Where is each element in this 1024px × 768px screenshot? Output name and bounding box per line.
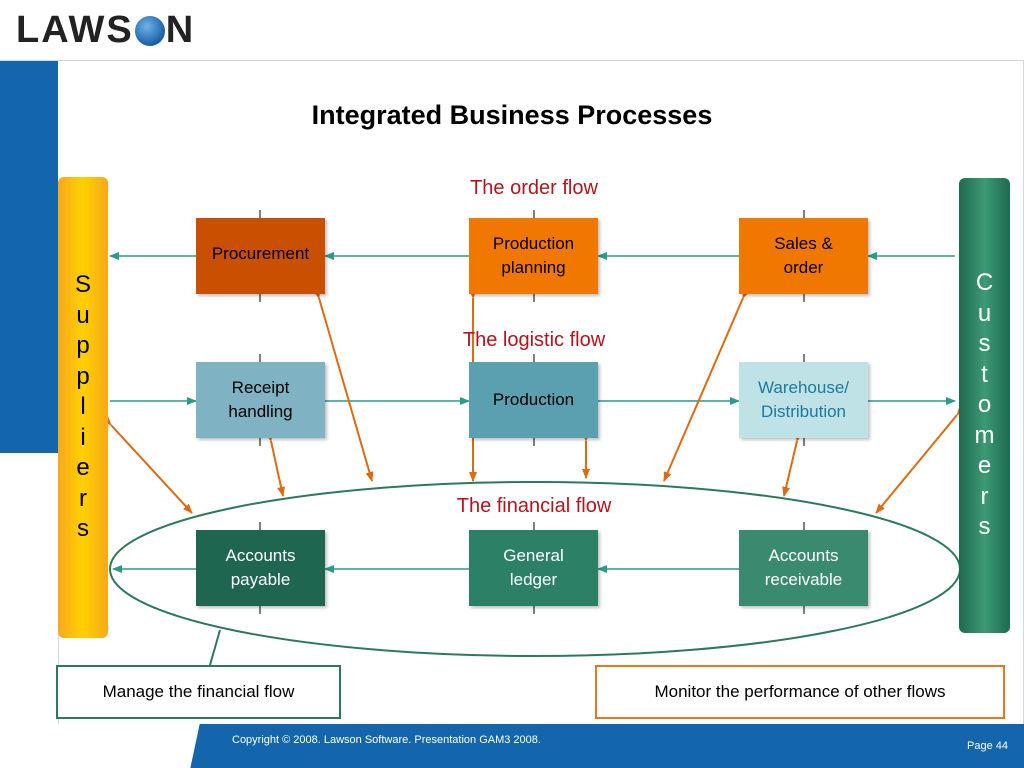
customers-letter: t [981, 360, 988, 388]
procurement-label: Procurement [211, 244, 310, 263]
accounts-payable-label: Accounts payable [225, 546, 296, 589]
suppliers-letter: e [76, 454, 90, 482]
header-divider [0, 60, 1024, 61]
suppliers-bar: S u p p l i e r s [58, 177, 108, 638]
sales-order-label: Sales & order [774, 234, 833, 277]
general-ledger-label: General ledger [503, 546, 564, 589]
order-flow-title: The order flow [470, 177, 598, 199]
logo-text-end: N [165, 8, 196, 51]
suppliers-letter: l [80, 393, 86, 421]
receipt-handling-label: Receipt handling [228, 378, 293, 421]
suppliers-letter: r [79, 484, 87, 512]
left-accent-band [0, 61, 58, 453]
customers-letter: C [975, 269, 994, 297]
suppliers-letter: p [76, 332, 90, 360]
general-ledger-box: General ledger [469, 530, 598, 606]
production-planning-label: Production planning [492, 234, 575, 277]
accounts-payable-box: Accounts payable [196, 530, 325, 606]
suppliers-letter: p [76, 362, 90, 390]
customers-letter: e [977, 452, 992, 480]
production-planning-box: Production planning [469, 218, 598, 294]
copyright-text: Copyright © 2008. Lawson Software. Prese… [232, 734, 541, 746]
lawson-logo: LAWS N [16, 8, 196, 51]
suppliers-letter: i [80, 423, 86, 451]
receipt-handling-box: Receipt handling [196, 362, 325, 438]
accounts-receivable-box: Accounts receivable [739, 530, 868, 606]
footer-band [205, 724, 1024, 768]
production-label: Production [492, 390, 575, 409]
manage-financial-flow-callout: Manage the financial flow [56, 665, 341, 719]
sales-order-box: Sales & order [739, 218, 868, 294]
monitor-performance-callout: Monitor the performance of other flows [595, 665, 1005, 719]
customers-letter: u [977, 299, 992, 327]
customers-letter: s [978, 330, 991, 358]
customers-bar: C u s t o m e r s [959, 178, 1010, 633]
footer: Copyright © 2008. Lawson Software. Prese… [0, 724, 1024, 768]
globe-icon [134, 16, 165, 46]
production-box: Production [469, 362, 598, 438]
manage-financial-flow-text: Manage the financial flow [102, 682, 295, 701]
suppliers-letter: u [76, 301, 90, 329]
financial-flow-title: The financial flow [456, 495, 612, 517]
customers-letter: o [977, 391, 992, 419]
page-title: Integrated Business Processes [311, 100, 713, 130]
warehouse-distribution-label: Warehouse/ Distribution [757, 378, 850, 421]
customers-letter: r [980, 482, 989, 510]
suppliers-letter: s [77, 515, 89, 543]
monitor-performance-text: Monitor the performance of other flows [654, 682, 946, 701]
customers-letter: m [974, 421, 995, 449]
warehouse-distribution-box: Warehouse/ Distribution [739, 362, 868, 438]
logo-text-start: LAWS [16, 8, 134, 51]
accounts-receivable-label: Accounts receivable [764, 546, 843, 589]
procurement-box: Procurement [196, 218, 325, 294]
logistic-flow-title: The logistic flow [462, 329, 606, 351]
page-number: Page 44 [967, 740, 1008, 752]
customers-letter: s [978, 513, 991, 541]
suppliers-letter: S [74, 271, 91, 299]
